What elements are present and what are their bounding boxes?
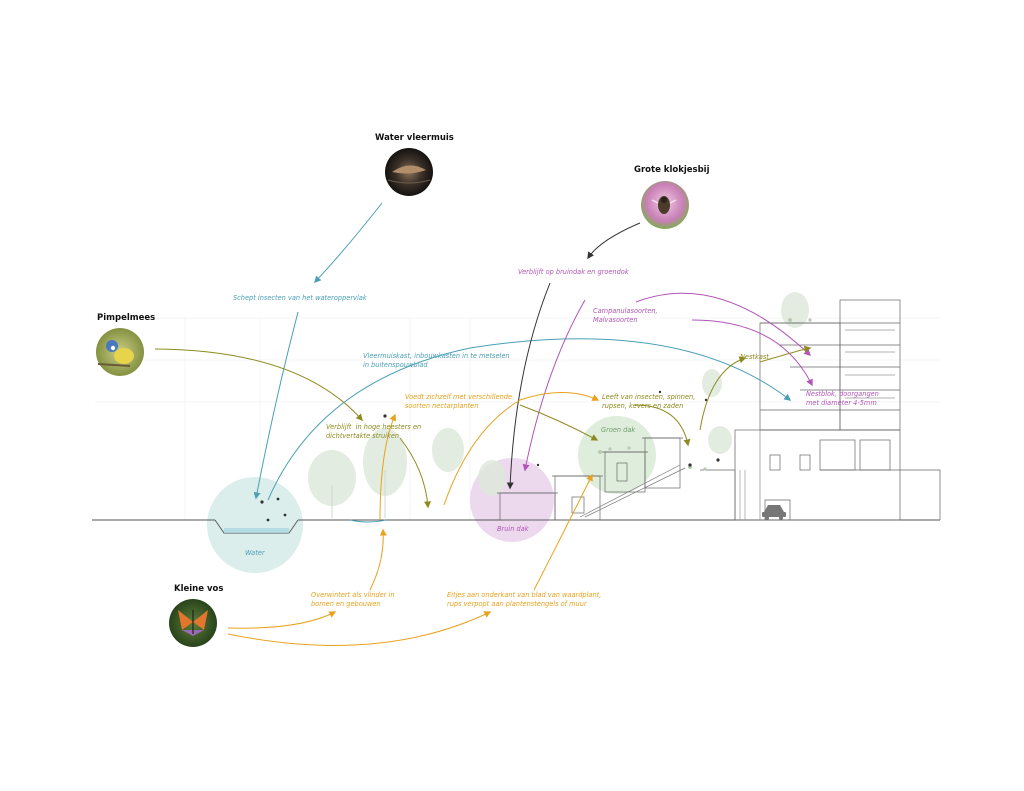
grote-klokjesbij-image xyxy=(641,181,689,229)
apartment-block xyxy=(734,299,941,521)
water-vleermuis-image xyxy=(385,148,433,196)
kleine-vos-title: Kleine vos xyxy=(174,584,224,594)
note-fly-winter: Overwintert als vlinder in bomen en gebo… xyxy=(311,591,395,608)
zone-label-green-roof: Groen dak xyxy=(601,426,636,434)
note-fly-nectar: Voedt zichzelf met verschillende soorten… xyxy=(405,393,512,410)
zone-label-brown-roof: Bruin dak xyxy=(497,525,529,533)
note-bee-roofs: Verblijft op bruindak en groendok xyxy=(518,268,629,276)
pimpelmees-image xyxy=(96,328,144,376)
grote-klokjesbij-title: Grote klokjesbij xyxy=(634,165,710,175)
note-tit-nestbox: Nestkast xyxy=(740,353,769,361)
car-icon xyxy=(762,505,786,520)
note-fly-eggs: Eitjes aan onderkant van blad van waardp… xyxy=(447,591,602,608)
butterfly-arrows xyxy=(227,392,600,646)
low-buildings xyxy=(497,437,736,521)
note-bee-nestblock: Nestblok, doorgangen met diameter 4-5mm xyxy=(806,390,879,407)
vegetation xyxy=(308,292,809,506)
note-bat-house: Vleermuiskast, inbouwkasten in te metsel… xyxy=(363,352,510,369)
note-bat-water: Schept insecten van het wateroppervlak xyxy=(233,294,367,302)
tit-arrows xyxy=(154,345,812,509)
water-zone xyxy=(207,477,303,573)
kleine-vos-image xyxy=(169,599,217,647)
pimpelmees-title: Pimpelmees xyxy=(97,313,156,323)
water-vleermuis-title: Water vleermuis xyxy=(375,133,454,143)
zone-label-water: Water xyxy=(245,549,265,557)
bat-arrows xyxy=(253,202,792,501)
bee-arrows xyxy=(506,222,813,490)
note-tit-food: Leeft van insecten, spinnen, rupsen, kev… xyxy=(602,393,696,410)
note-bee-flowers: Campanulasoorten, Malvasoorten xyxy=(593,307,658,324)
note-tit-shrubs: Verblijft in hoge heesters en dichtverta… xyxy=(326,423,422,440)
